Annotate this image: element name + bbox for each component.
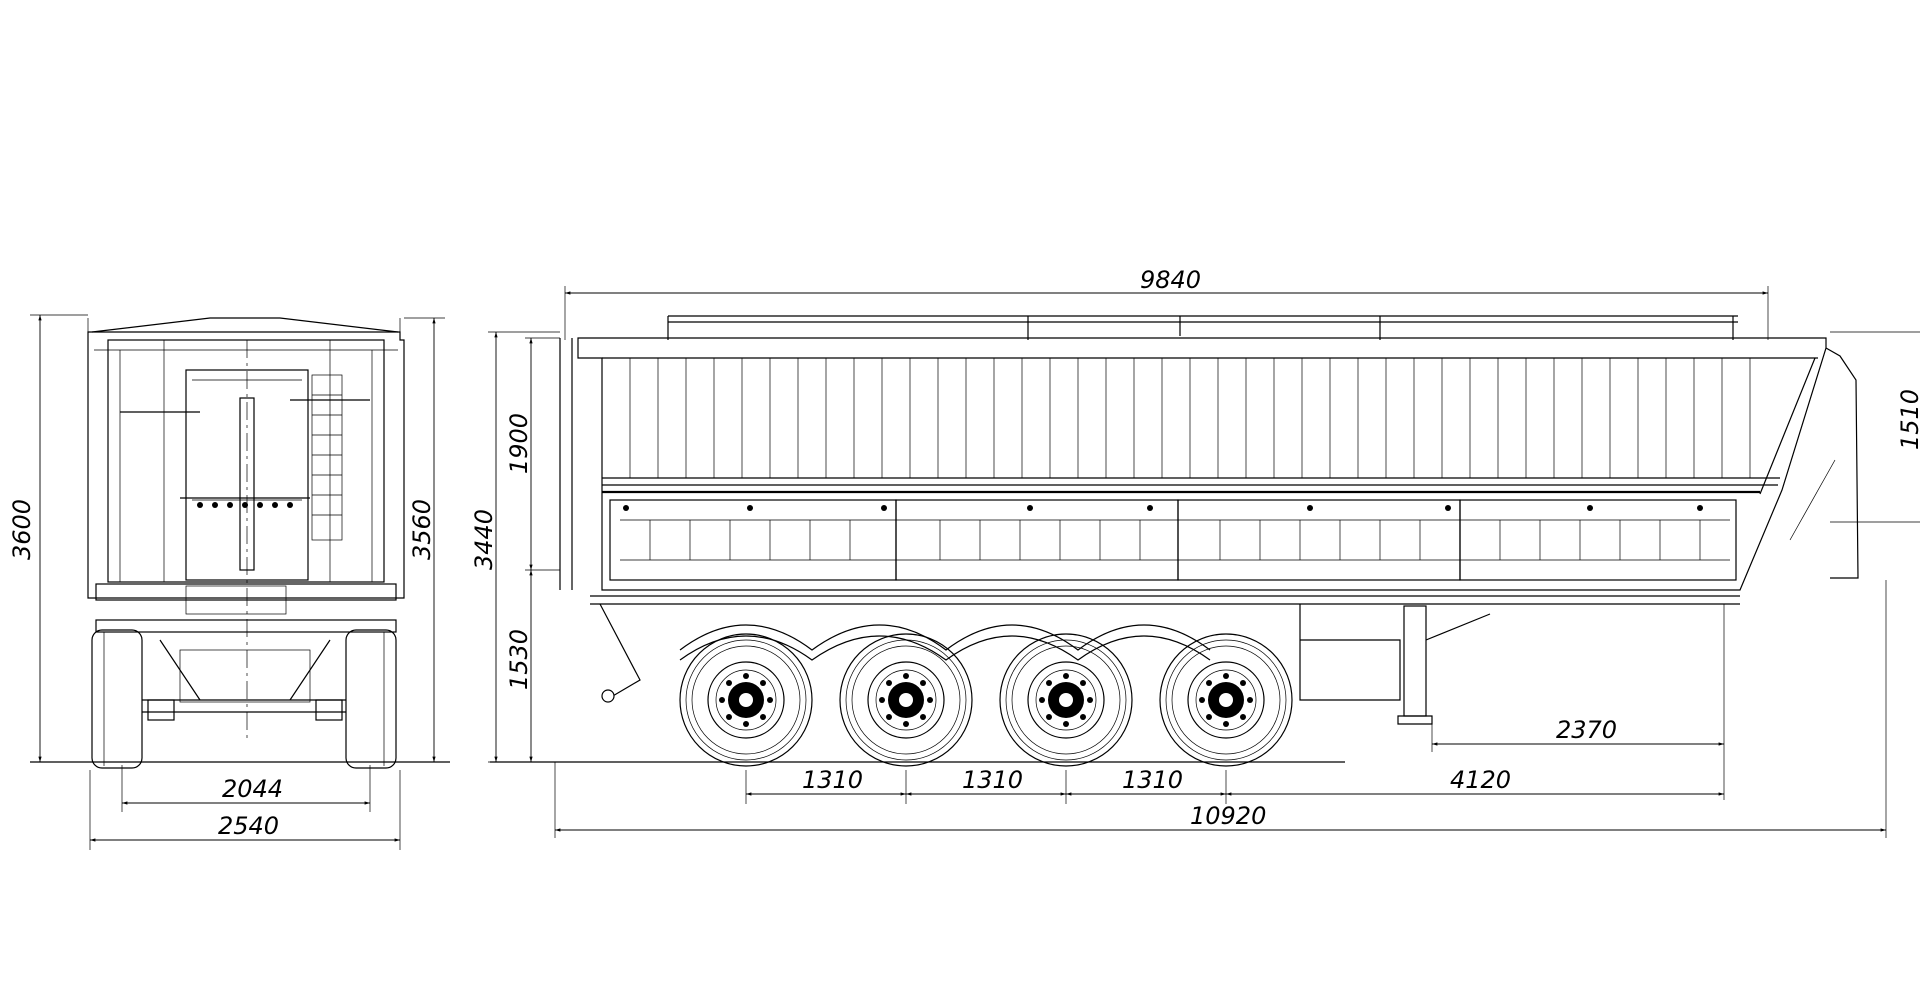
dim-kingpin-to-front: 2370 xyxy=(1556,716,1617,744)
dim-side-total-height: 3440 xyxy=(470,509,498,570)
dim-side-body-height: 1900 xyxy=(505,413,533,474)
dim-side-front-height: 1510 xyxy=(1896,389,1920,450)
dim-axle-spacing-2: 1310 xyxy=(962,766,1023,794)
dim-side-frame-height: 1530 xyxy=(505,629,533,690)
trailer-side-view-drawing xyxy=(490,315,1859,800)
rear-dimensions: 3600 3560 2044 2540 xyxy=(8,314,445,850)
dim-axle-spacing-3: 1310 xyxy=(1122,766,1183,794)
dim-rear-track: 2044 xyxy=(222,775,283,803)
trailer-rear-view-drawing xyxy=(30,317,450,769)
dim-axle-spacing-1: 1310 xyxy=(802,766,863,794)
dim-rear-total-height: 3600 xyxy=(8,499,36,560)
wheel-icon xyxy=(679,633,813,767)
wheel-icon xyxy=(1159,633,1293,767)
wheel-icon xyxy=(839,633,973,767)
side-dimensions: 9840 3440 1900 1530 1510 1310 1310 1310 … xyxy=(470,266,1920,838)
dim-axle-to-kingpin: 4120 xyxy=(1450,766,1511,794)
dim-body-length: 9840 xyxy=(1140,266,1201,294)
wheel-icon xyxy=(999,633,1133,767)
dim-rear-width: 2540 xyxy=(218,812,279,840)
dim-overall-length: 10920 xyxy=(1190,802,1266,830)
dim-rear-body-height: 3560 xyxy=(408,499,436,560)
